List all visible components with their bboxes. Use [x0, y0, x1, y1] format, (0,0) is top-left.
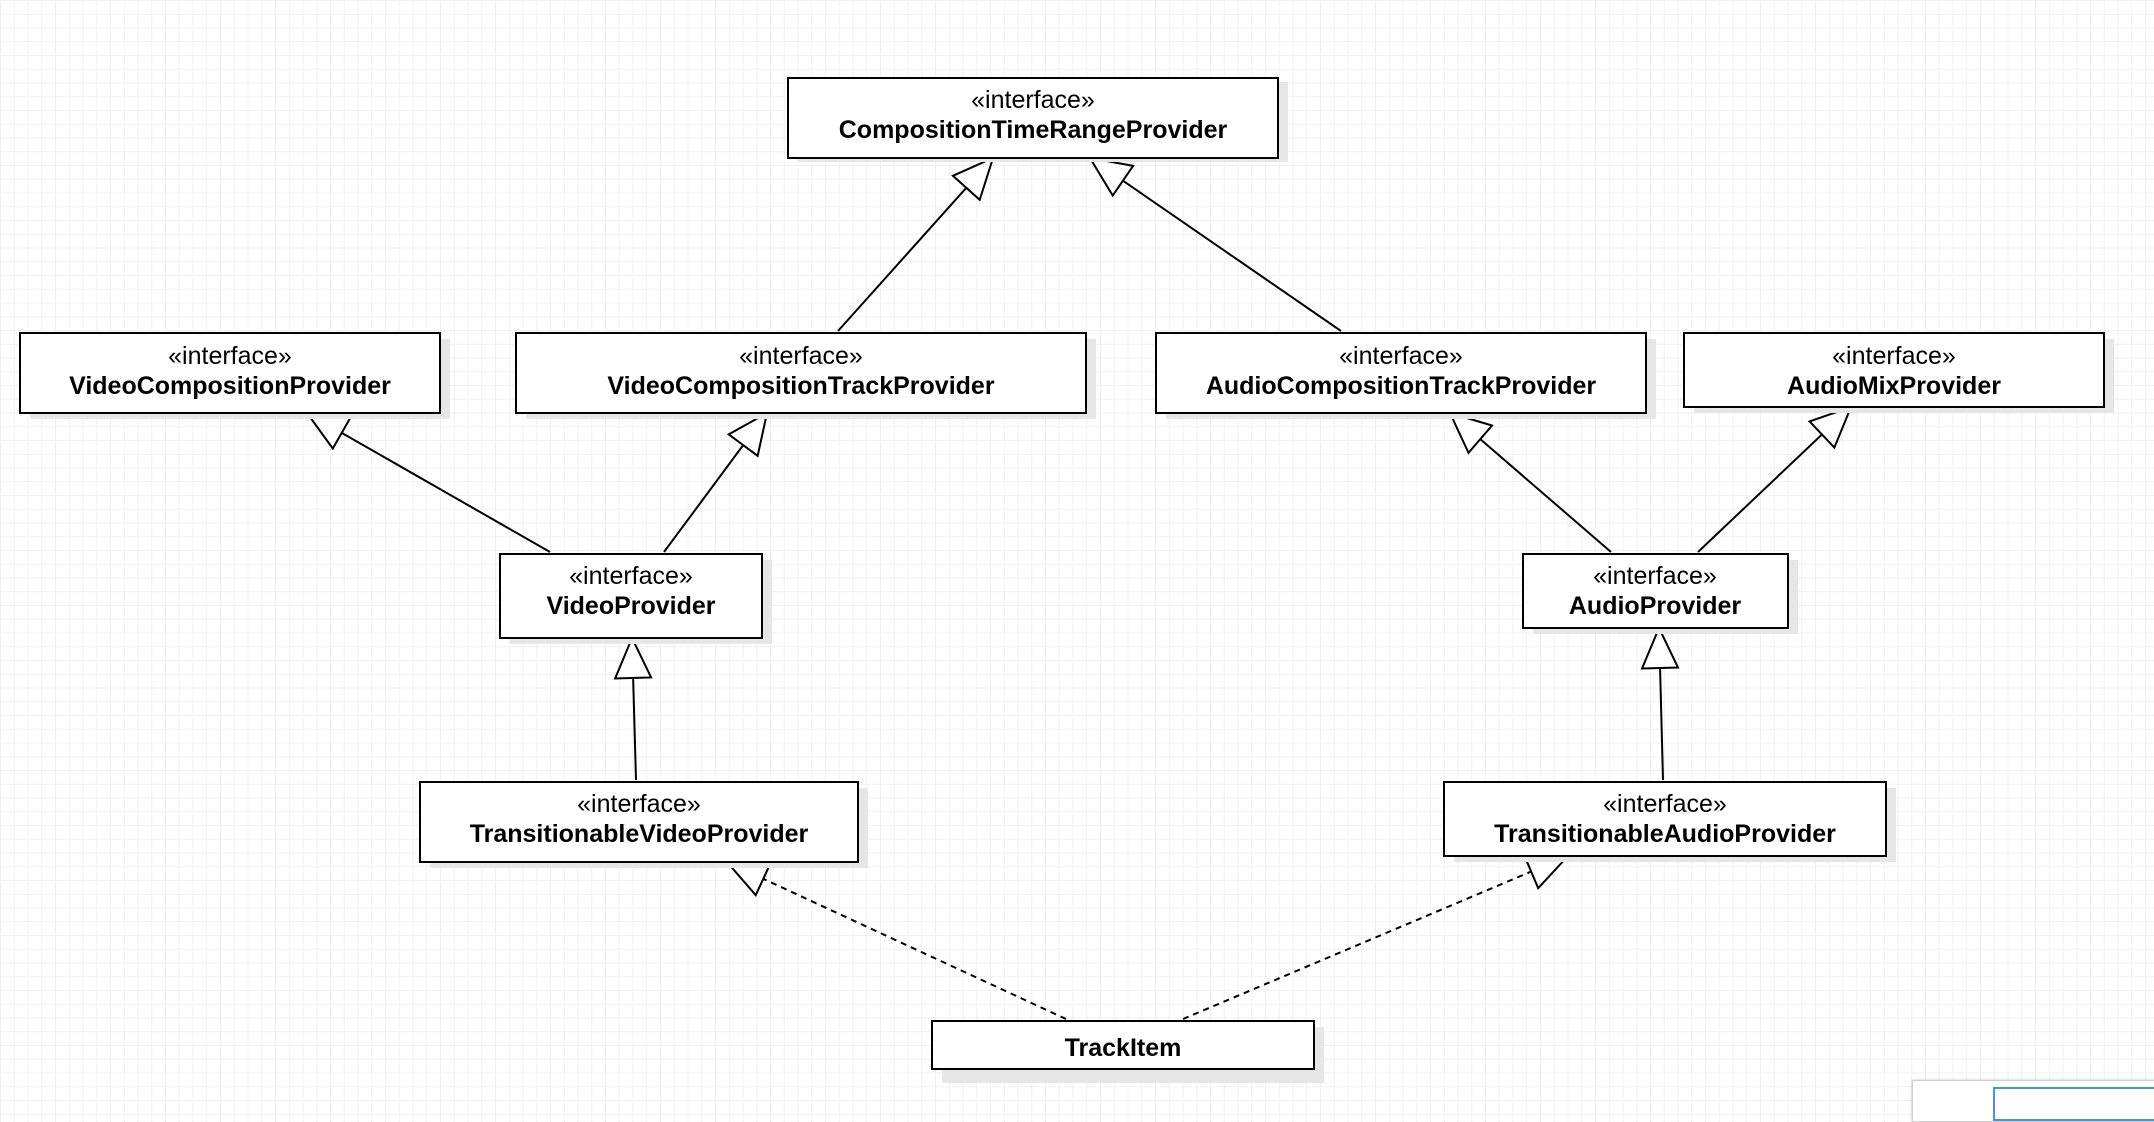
node-audio-provider[interactable]: «interface» AudioProvider	[1522, 553, 1798, 634]
edge-generalization-vp-to-vctp[interactable]	[663, 411, 769, 553]
edge-generalization-tap-to-ap[interactable]	[1640, 625, 1680, 781]
node-transitionable-audio-provider[interactable]: «interface» TransitionableAudioProvider	[1443, 781, 1896, 862]
hollow-triangle-arrowhead	[951, 156, 995, 202]
node-audio-mix-provider[interactable]: «interface» AudioMixProvider	[1683, 332, 2114, 413]
edge-generalization-tvp-to-vp[interactable]	[613, 635, 653, 781]
node-name: VideoProvider	[546, 592, 715, 620]
edge-line	[1659, 667, 1664, 781]
node-name: AudioMixProvider	[1787, 372, 2001, 400]
edge-line	[1182, 870, 1532, 1020]
node-stereotype: «interface»	[577, 790, 701, 818]
node-audio-composition-track-provider[interactable]: «interface» AudioCompositionTrackProvide…	[1155, 332, 1656, 419]
edge-generalization-ap-to-actp[interactable]	[1448, 411, 1612, 553]
outline-navigator[interactable]	[1912, 1080, 2154, 1122]
hollow-triangle-arrowhead	[1807, 405, 1853, 450]
node-name: AudioProvider	[1569, 592, 1742, 620]
node-transitionable-video-provider[interactable]: «interface» TransitionableVideoProvider	[419, 781, 868, 868]
hollow-triangle-arrowhead	[726, 411, 769, 458]
hollow-triangle-arrowhead	[1640, 625, 1680, 670]
edge-generalization-ap-to-amp[interactable]	[1697, 405, 1853, 553]
edge-line	[341, 431, 551, 553]
edge-line	[1122, 179, 1342, 332]
edge-realization-ti-to-tap[interactable]	[1182, 853, 1571, 1020]
edge-generalization-vp-to-vcp[interactable]	[304, 411, 551, 553]
edge-line	[837, 187, 968, 332]
node-name: VideoCompositionProvider	[69, 372, 391, 400]
hollow-triangle-arrowhead	[613, 635, 653, 680]
outline-viewport-handle[interactable]	[1993, 1087, 2154, 1121]
node-name: TrackItem	[1065, 1034, 1182, 1062]
edge-generalization-vctp-to-ctrp[interactable]	[837, 156, 995, 332]
node-name: VideoCompositionTrackProvider	[607, 372, 994, 400]
node-stereotype: «interface»	[1593, 562, 1717, 590]
node-name: TransitionableVideoProvider	[470, 820, 809, 848]
node-stereotype: «interface»	[168, 342, 292, 370]
edge-generalization-actp-to-ctrp[interactable]	[1087, 156, 1342, 332]
node-name: TransitionableAudioProvider	[1494, 820, 1836, 848]
node-video-composition-provider[interactable]: «interface» VideoCompositionProvider	[19, 332, 450, 419]
nodes-layer: «interface» CompositionTimeRangeProvider…	[19, 77, 2114, 1083]
node-composition-time-range-provider[interactable]: «interface» CompositionTimeRangeProvider	[787, 77, 1288, 162]
node-name: AudioCompositionTrackProvider	[1206, 372, 1597, 400]
node-video-provider[interactable]: «interface» VideoProvider	[499, 553, 772, 644]
node-stereotype: «interface»	[569, 562, 693, 590]
node-track-item[interactable]: TrackItem	[931, 1020, 1324, 1083]
edge-line	[632, 677, 637, 781]
edge-line	[762, 877, 1067, 1020]
edge-realization-ti-to-tvp[interactable]	[724, 860, 1067, 1020]
node-stereotype: «interface»	[1603, 790, 1727, 818]
node-stereotype: «interface»	[1339, 342, 1463, 370]
node-name: CompositionTimeRangeProvider	[839, 116, 1228, 144]
edge-line	[663, 444, 744, 553]
edge-line	[1697, 433, 1823, 553]
hollow-triangle-arrowhead	[1087, 156, 1135, 198]
edge-line	[1479, 438, 1612, 553]
node-stereotype: «interface»	[739, 342, 863, 370]
node-stereotype: «interface»	[971, 86, 1095, 114]
node-video-composition-track-provider[interactable]: «interface» VideoCompositionTrackProvide…	[515, 332, 1096, 419]
node-stereotype: «interface»	[1832, 342, 1956, 370]
hollow-triangle-arrowhead	[1448, 411, 1494, 455]
